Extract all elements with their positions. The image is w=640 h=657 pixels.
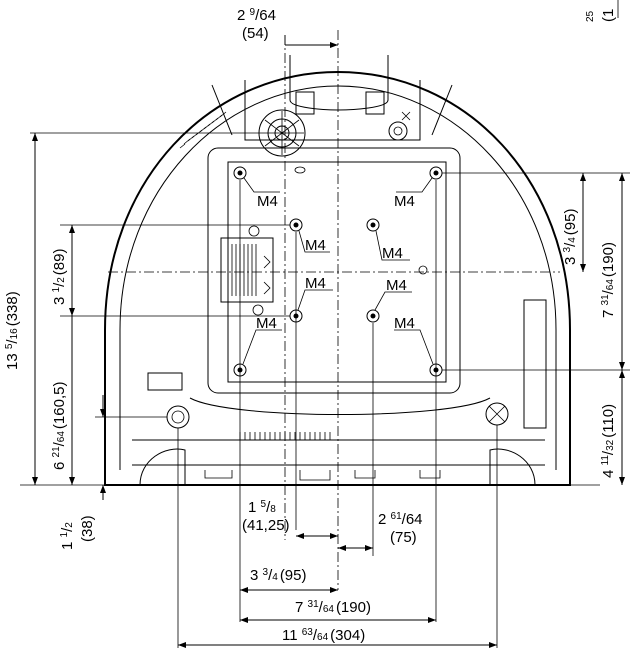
hole-top-left — [233, 166, 247, 180]
dim-right-a: 3 3/4(95) — [562, 209, 579, 266]
m4-label-bottom-left: M4 — [256, 315, 277, 332]
projector-body — [104, 55, 571, 486]
m4-label-inner-bottom-right: M4 — [386, 277, 407, 294]
dim-bottom-d: 7 31/64(190) — [295, 599, 371, 616]
dim-left-inner-b: 6 21/64(160,5) — [51, 382, 68, 470]
m4-label-inner-bottom-left: M4 — [305, 275, 326, 292]
dim-bottom-b-mm: (75) — [390, 529, 417, 546]
m4-label-top-right: M4 — [394, 193, 415, 210]
m4-label-inner-top-left: M4 — [305, 237, 326, 254]
dim-bottom-c: 3 3/4(95) — [250, 567, 307, 584]
dim-right-c: 4 11/32(110) — [600, 404, 617, 478]
hole-inner-top-right — [366, 218, 380, 232]
dim-corner-cut: 25 — [585, 10, 596, 22]
dim-top-offset: 2 9/64 — [237, 7, 276, 24]
hole-top-right — [429, 166, 443, 180]
m4-label-inner-top-right: M4 — [382, 245, 403, 262]
hole-inner-bottom-right — [366, 309, 380, 323]
dim-top-offset-mm: (54) — [242, 25, 269, 42]
dim-left-inner-a: 3 1/2(89) — [51, 249, 68, 306]
center-lines — [108, 30, 560, 590]
m4-label-top-left: M4 — [257, 193, 278, 210]
dim-right-b: 7 31/64(190) — [600, 242, 617, 318]
mounting-holes — [233, 166, 443, 377]
dim-bottom-a: 1 5/8 — [248, 499, 276, 516]
dim-bottom-b: 2 61/64 — [378, 511, 423, 528]
dim-left-foot: 1 1/2 — [59, 522, 76, 550]
dim-bottom-a-mm: (41,25) — [242, 517, 290, 534]
dimension-lines — [32, 42, 625, 648]
dim-corner-cut-mm: (1 — [600, 9, 617, 22]
dim-bottom-e: 11 63/64(304) — [282, 627, 365, 644]
dimension-labels: 2 9/64 (54) 13 5/16(338) 3 1/2(89) 6 21/… — [4, 0, 619, 644]
m4-callouts: M4 M4 M4 M4 M4 M4 M4 M4 — [242, 177, 434, 365]
dim-left-height: 13 5/16(338) — [4, 291, 21, 370]
extension-lines — [20, 35, 630, 648]
dim-left-foot-mm: (38) — [79, 515, 96, 542]
m4-label-bottom-right: M4 — [394, 315, 415, 332]
hole-inner-top-left — [289, 218, 303, 232]
